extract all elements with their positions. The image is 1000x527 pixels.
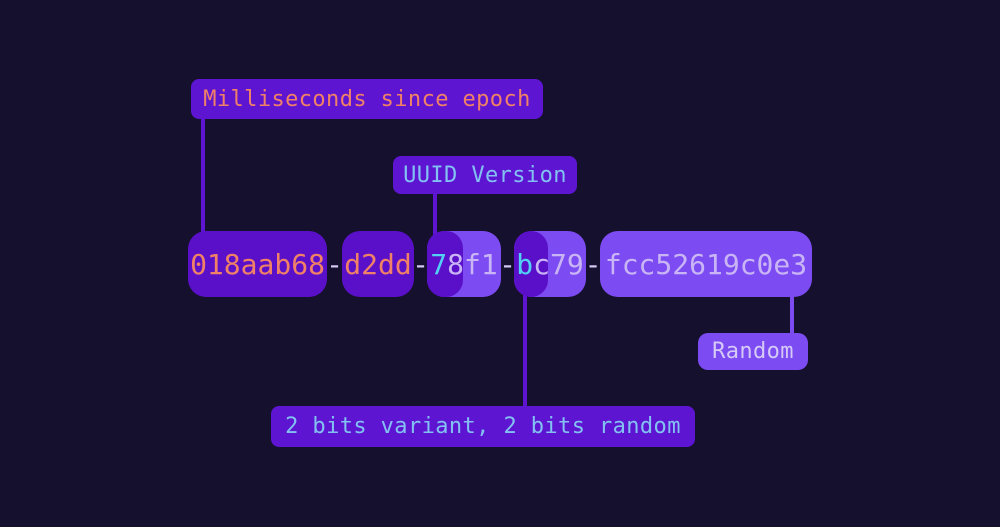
uuid-segment-timestamp-high: 018aab68 [188, 231, 327, 297]
uuid-segment-text: fcc52619c0e3 [604, 247, 808, 281]
version-nibble-char: 7 [430, 247, 448, 281]
uuid-segment-timestamp-low: d2dd [342, 231, 414, 297]
uuid-separator: - [499, 247, 516, 281]
uuid-version-label: UUID Version [393, 156, 577, 194]
uuid-segment-text: 018aab68 [190, 247, 325, 281]
random-label: Random [698, 333, 808, 370]
connector-random-line [790, 292, 794, 337]
milliseconds-label: Milliseconds since epoch [191, 79, 543, 119]
uuid-segment-random: fcc52619c0e3 [600, 231, 812, 297]
variant-nibble-char: b [516, 247, 534, 281]
uuid-segment-text: d2dd [344, 247, 412, 281]
uuid-separator: - [584, 247, 602, 281]
connector-milliseconds-line [201, 115, 205, 235]
uuid-separator: - [412, 247, 429, 281]
uuid-segment-text: c79 [533, 247, 584, 281]
connector-variant-line [523, 294, 527, 410]
version-nibble-highlight [427, 231, 463, 297]
variant-label: 2 bits variant, 2 bits random [271, 406, 695, 447]
variant-nibble-highlight [514, 231, 548, 297]
uuid-segment-text: 8f1 [447, 247, 498, 281]
connector-uuid-version-line [433, 188, 437, 235]
uuid-separator: - [326, 247, 343, 281]
